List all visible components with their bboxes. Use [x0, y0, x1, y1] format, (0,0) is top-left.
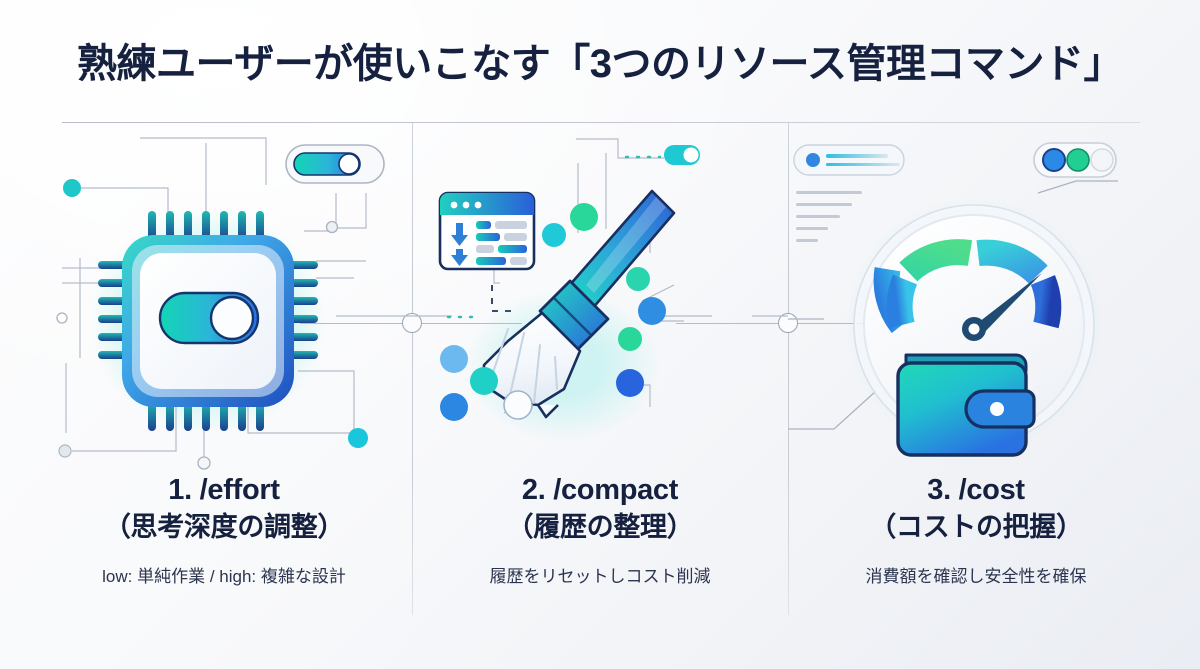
connector-node-2: [778, 313, 798, 333]
scatter-dot: [570, 203, 598, 231]
scatter-dot: [440, 345, 468, 373]
scatter-dot: [470, 367, 498, 395]
connector-line-c: [676, 323, 778, 324]
panel-divider-2: [788, 123, 789, 615]
search-pill-decoration: [793, 144, 905, 176]
history-window-card: [438, 191, 536, 271]
panel-title: 2. /compact: [521, 474, 679, 506]
circuit-dot: [63, 179, 81, 197]
panel-effort: 1. /effort （思考深度の調整） low: 単純作業 / high: 複…: [36, 123, 412, 623]
broom-cleanup-icon: [412, 133, 788, 473]
status-dots-pill: [1033, 142, 1117, 178]
pill-toggle-decoration: [285, 144, 385, 184]
panel-subtitle: （コストの把握）: [869, 512, 1083, 542]
panel-note: 履歴をリセットしコスト削減: [489, 567, 711, 586]
scatter-dot: [440, 393, 468, 421]
connector-node-1: [402, 313, 422, 333]
panel-note: low: 単純作業 / high: 複雑な設計: [102, 567, 346, 586]
scatter-dot: [618, 327, 642, 351]
panel-divider-1: [412, 123, 413, 615]
broom: [482, 189, 676, 419]
cpu-chip-toggle-icon: [36, 133, 412, 473]
gauge-wallet-icon: [788, 133, 1164, 473]
text-lines-decoration: [796, 191, 862, 242]
scatter-dot: [638, 297, 666, 325]
connector-line-a: [300, 323, 402, 324]
scatter-dot: [626, 267, 650, 291]
connector-line-b: [422, 323, 522, 324]
page-title: 熟練ユーザーが使いこなす「3つのリソース管理コマンド」: [77, 42, 1123, 86]
caption-cost: 3. /cost （コストの把握） 消費額を確認し安全性を確保: [788, 471, 1164, 589]
panel-subtitle: （履歴の整理）: [506, 512, 694, 542]
panel-subtitle: （思考深度の調整）: [103, 512, 345, 542]
scatter-dot: [503, 390, 533, 420]
panel-compact: 2. /compact （履歴の整理） 履歴をリセットしコスト削減: [412, 123, 788, 623]
panel-title: 3. /cost: [927, 474, 1025, 506]
scatter-dot: [616, 369, 644, 397]
caption-compact: 2. /compact （履歴の整理） 履歴をリセットしコスト削減: [412, 471, 788, 589]
mini-toggle-decoration: [664, 145, 700, 165]
wallet-icon: [896, 353, 1036, 457]
gauge-needle: [962, 273, 1042, 341]
header-divider: [62, 122, 1140, 123]
chip-toggle-switch: [158, 291, 260, 345]
panel-note: 消費額を確認し安全性を確保: [865, 567, 1087, 586]
caption-effort: 1. /effort （思考深度の調整） low: 単純作業 / high: 複…: [36, 471, 412, 589]
panel-title: 1. /effort: [168, 474, 280, 506]
scatter-dot: [542, 223, 566, 247]
panel-cost: 3. /cost （コストの把握） 消費額を確認し安全性を確保: [788, 123, 1164, 623]
